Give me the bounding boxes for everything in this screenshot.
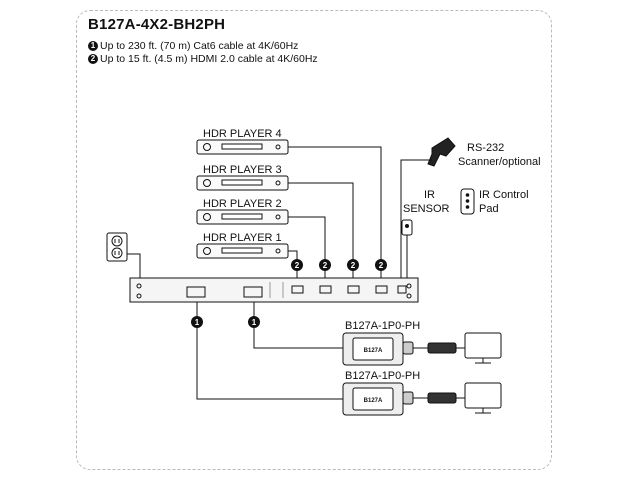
scanner-label: Scanner/optional [458,156,541,168]
hdr-player-1-icon [196,243,289,259]
diagram-frame [76,10,552,470]
hdmi-cable-2-icon [413,392,465,404]
receiver-1-badge: B127A [364,348,383,354]
ir-sensor-label-1: IR [424,189,435,201]
cat6-marker-1: 1 [195,318,200,327]
marker-1-icon: 1 [88,41,98,51]
source-label-2: HDR PLAYER 2 [203,198,282,210]
note-cat6-text: Up to 230 ft. (70 m) Cat6 cable at 4K/60… [100,40,299,52]
cat6-marker-2: 1 [252,318,257,327]
source-label-3: HDR PLAYER 3 [203,164,282,176]
hdmi-marker-2: 2 [323,261,328,270]
ir-pad-label-2: Pad [479,203,499,215]
ir-pad-label-1: IR Control [479,189,529,201]
product-title: B127A-4X2-BH2PH [88,16,226,33]
hdmi-marker-4: 2 [379,261,384,270]
source-label-1: HDR PLAYER 1 [203,232,282,244]
scanner-icon [427,137,456,167]
rs232-label: RS-232 [467,142,505,154]
hdmi-marker-3: 2 [351,261,356,270]
hdmi-markers [291,259,387,271]
receiver-1-icon [342,332,414,366]
display-1-icon [464,332,502,364]
hdmi-marker-1: 2 [295,261,300,270]
receiver-2-icon [342,382,414,416]
ir-sensor-label-2: SENSOR [403,203,450,215]
hdr-player-3-icon [196,175,289,191]
hdmi-cable-1-icon [413,342,465,354]
marker-2-icon: 2 [88,54,98,64]
receiver-2-badge: B127A [364,398,383,404]
display-2-icon [464,382,502,414]
receiver-label-1: B127A-1P0-PH [345,320,421,332]
ir-control-pad-icon [460,188,475,215]
source-label-4: HDR PLAYER 4 [203,128,282,140]
cat6-markers [191,316,260,328]
receiver-label-2: B127A-1P0-PH [345,370,421,382]
hdr-player-2-icon [196,209,289,225]
note-hdmi-text: Up to 15 ft. (4.5 m) HDMI 2.0 cable at 4… [100,53,318,65]
hdr-player-4-icon [196,139,289,155]
ir-sensor-icon [401,219,413,236]
switch-unit-icon [129,277,419,303]
power-outlet-icon [106,232,128,262]
